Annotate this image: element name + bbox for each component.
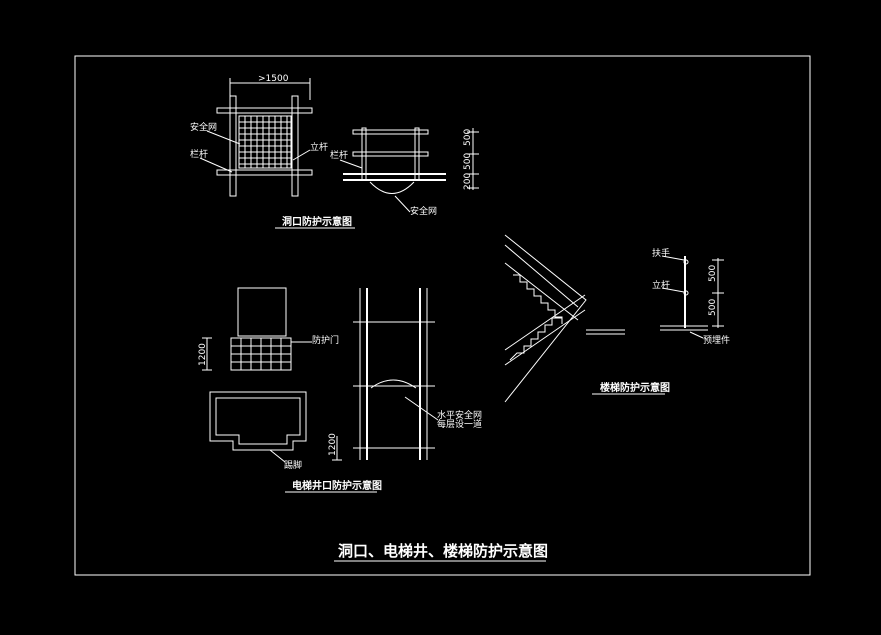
dim-rail-2: 500	[463, 153, 473, 170]
elevator-door-view: 1200 防护门 踢脚 电梯井口防护示意图	[198, 287, 382, 493]
note-elevator-door: 防护门	[312, 334, 339, 346]
note-elevator-toe: 踢脚	[284, 460, 302, 471]
note-net: 安全网	[190, 121, 217, 133]
dim-rail-1: 500	[463, 129, 473, 146]
note-net-bottom: 安全网	[410, 205, 437, 217]
opening-plan-view: >1500 安全网 栏杆 立杆 洞口防护示意图	[190, 74, 355, 229]
note-side-rail: 栏杆	[330, 149, 348, 161]
dim-shaft-height: 1200	[328, 433, 338, 456]
dim-stair-rail-1: 500	[708, 265, 718, 282]
dim-elevator-height: 1200	[198, 343, 208, 366]
note-rail-right: 立杆	[310, 141, 328, 153]
note-rail-left: 栏杆	[190, 148, 208, 160]
stair-view: 楼梯防护示意图	[504, 234, 670, 403]
dim-stair-rail-2: 500	[708, 299, 718, 316]
elevator-shaft-view: 水平安全网 每层设一道 1200	[328, 288, 482, 461]
caption-elevator: 电梯井口防护示意图	[292, 479, 382, 492]
note-stair-mid: 立杆	[652, 279, 670, 291]
note-shaft-net-2: 每层设一道	[437, 418, 482, 430]
main-title: 洞口、电梯井、楼梯防护示意图	[338, 542, 548, 560]
dim-toe: 200	[463, 173, 473, 190]
opening-section-view: 栏杆 安全网 500 500 200	[330, 127, 479, 217]
dim-opening-width: >1500	[258, 74, 289, 84]
note-stair-base: 预埋件	[703, 334, 730, 346]
note-shaft-net: 水平安全网	[437, 409, 482, 421]
stair-rail-detail: 扶手 立杆 预埋件 500 500	[652, 247, 730, 346]
drawing-frame	[74, 55, 811, 576]
caption-stair: 楼梯防护示意图	[600, 381, 670, 394]
note-stair-top: 扶手	[652, 247, 670, 259]
caption-opening: 洞口防护示意图	[282, 215, 352, 228]
